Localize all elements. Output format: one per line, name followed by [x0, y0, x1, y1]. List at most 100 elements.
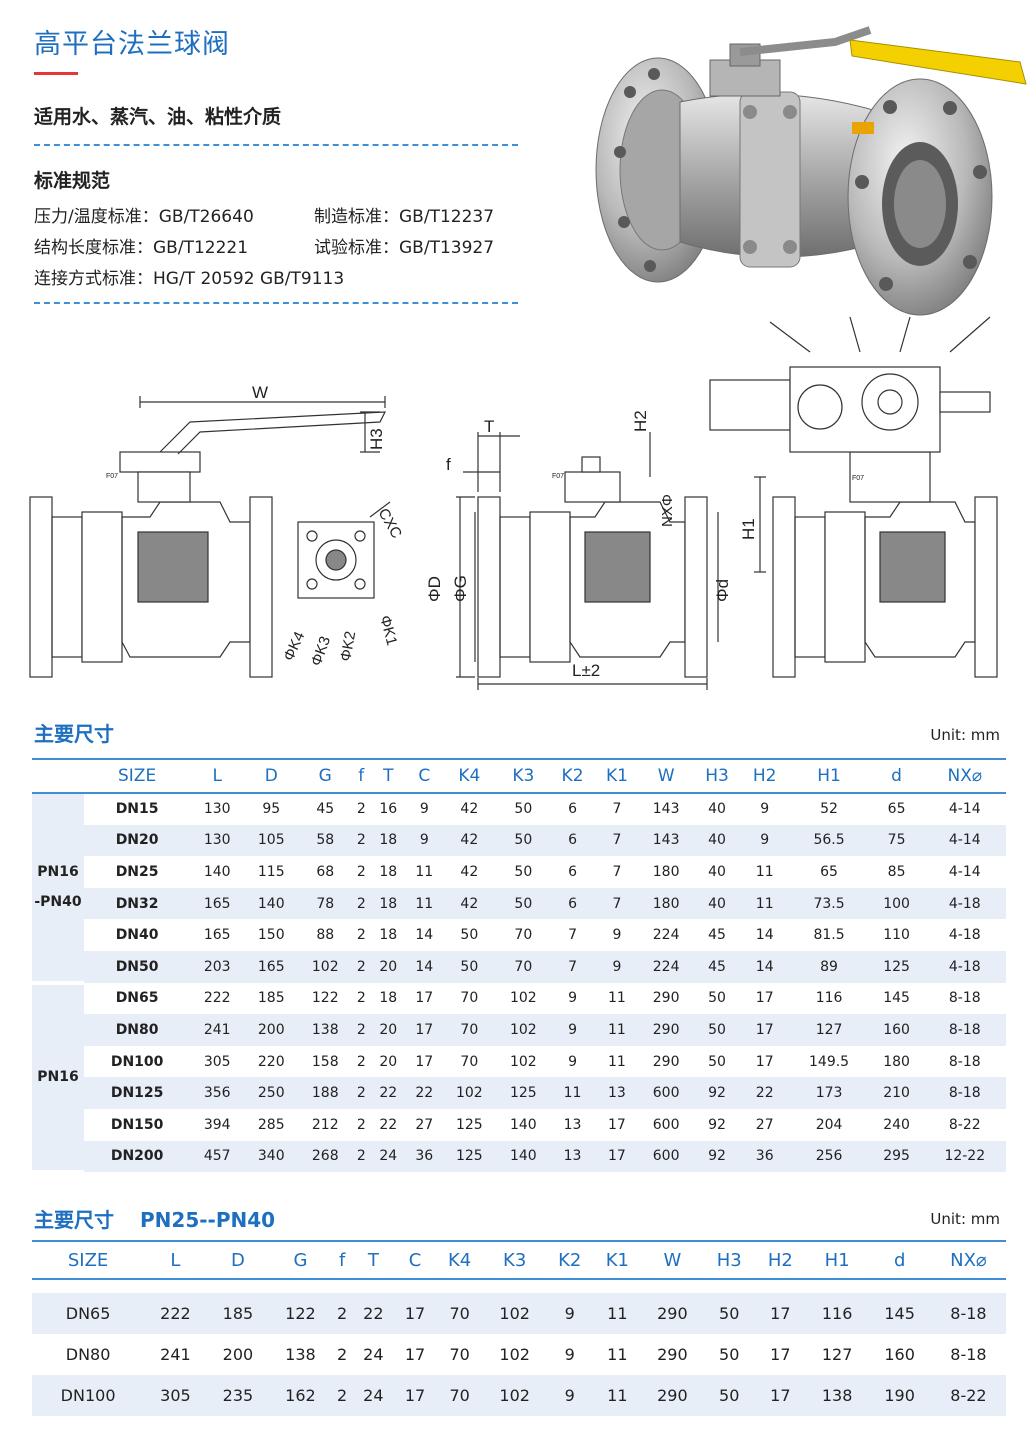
value-cell: 50: [496, 824, 551, 857]
value-cell: 85: [887, 863, 906, 880]
value-cell: 102: [509, 1053, 537, 1070]
value-cell: 102: [483, 1293, 546, 1334]
value-cell: 290: [641, 1293, 704, 1334]
value-cell: 17: [406, 1014, 443, 1046]
value-cell: 12-22: [923, 1140, 1006, 1173]
value-cell: 27: [755, 1116, 774, 1133]
value-cell: 130: [190, 824, 245, 857]
pressure-group-line: PN16: [37, 1069, 79, 1086]
value-cell: 173: [788, 1077, 870, 1109]
size-cell: DN80: [84, 1014, 191, 1046]
value-cell: 20: [379, 1053, 398, 1070]
value-cell: 180: [883, 1053, 910, 1070]
column-header: T: [352, 1240, 395, 1280]
value-cell: 102: [499, 1345, 530, 1364]
technical-drawing: W H3 F07 CXC ΦK4 ΦK3 ΦK2 ΦK1 T f H2 F07 …: [29, 316, 998, 690]
dim-label-l: L±2: [572, 661, 600, 680]
value-cell: 20: [370, 1014, 407, 1046]
value-cell: 24: [370, 1140, 407, 1173]
value-cell: 16: [379, 801, 398, 818]
value-cell: 7: [594, 824, 640, 857]
dim-label-f: f: [446, 455, 451, 474]
value-cell: 290: [652, 1053, 680, 1070]
value-cell: 24: [352, 1375, 395, 1416]
dim-label-k4: ΦK4: [280, 629, 308, 664]
value-cell: 88: [316, 927, 335, 944]
value-cell: 8-18: [948, 1053, 981, 1070]
value-cell: 305: [203, 1053, 231, 1070]
value-cell: 180: [639, 887, 694, 920]
value-cell: 18: [379, 927, 398, 944]
value-cell: 200: [244, 1014, 299, 1046]
value-cell: 17: [754, 1293, 806, 1334]
column-header: D: [206, 1240, 270, 1280]
value-cell: 17: [770, 1345, 791, 1364]
value-cell: 143: [652, 801, 680, 818]
value-cell: 9: [594, 950, 640, 983]
value-cell: 116: [815, 990, 843, 1007]
value-cell: 50: [442, 950, 497, 983]
column-header: SIZE: [32, 1240, 145, 1280]
value-cell: 2: [352, 1014, 371, 1046]
value-cell: 73.5: [788, 887, 870, 920]
value-cell: 4-14: [948, 863, 981, 880]
value-cell: 200: [222, 1345, 254, 1364]
value-cell: 70: [460, 990, 479, 1007]
dim-label-k2: ΦK2: [337, 630, 359, 663]
value-cell: 50: [460, 927, 479, 944]
column-header: f: [352, 758, 371, 794]
value-cell: 138: [285, 1345, 316, 1364]
page-title: 高平台法兰球阀: [34, 29, 230, 60]
value-cell: 6: [550, 824, 595, 857]
value-cell: 149.5: [809, 1053, 850, 1070]
column-header: d: [869, 758, 924, 794]
column-header: H3: [703, 1240, 755, 1280]
column-header: NX⌀: [923, 758, 1006, 794]
value-cell: 165: [203, 927, 231, 944]
value-cell: 9: [760, 801, 770, 818]
column-header: H3: [693, 758, 741, 794]
value-cell: 50: [708, 1053, 726, 1070]
size-cell: DN65: [115, 990, 159, 1007]
value-cell: 140: [509, 1116, 537, 1133]
value-cell: 222: [203, 990, 231, 1007]
divider: [34, 302, 518, 304]
value-cell: 52: [820, 801, 838, 818]
value-cell: 9: [740, 824, 789, 857]
unit-label: Unit: mm: [930, 1210, 1000, 1228]
value-cell: 11: [755, 863, 774, 880]
value-cell: 8-18: [950, 1345, 987, 1364]
value-cell: 36: [406, 1140, 443, 1173]
value-cell: 160: [884, 1345, 915, 1364]
value-cell: 22: [370, 1077, 407, 1109]
section-title-main-dimensions: 主要尺寸: [34, 722, 114, 746]
value-cell: 50: [703, 1293, 755, 1334]
column-header: K3: [483, 1240, 546, 1280]
value-cell: 70: [442, 1014, 497, 1046]
value-cell: 2: [356, 1116, 366, 1133]
value-cell: 140: [244, 887, 299, 920]
value-cell: 8-18: [923, 1077, 1006, 1109]
value-cell: 75: [869, 824, 924, 857]
value-cell: 70: [435, 1293, 484, 1334]
value-cell: 22: [379, 1116, 398, 1133]
value-cell: 145: [883, 990, 910, 1007]
value-cell: 600: [639, 1140, 694, 1173]
value-cell: 115: [257, 863, 285, 880]
value-cell: 235: [206, 1375, 270, 1416]
value-cell: 50: [708, 990, 726, 1007]
value-cell: 222: [144, 1293, 207, 1334]
column-header: NX⌀: [930, 1240, 1006, 1280]
column-header: H2: [740, 758, 789, 794]
pressure-temp-standard: 压力/温度标准：GB/T26640: [34, 207, 254, 227]
column-header: K1: [593, 1240, 642, 1280]
column-header: G: [298, 758, 353, 794]
value-cell: 22: [352, 1293, 395, 1334]
value-cell: 150: [257, 927, 285, 944]
value-cell: 92: [693, 1077, 741, 1109]
